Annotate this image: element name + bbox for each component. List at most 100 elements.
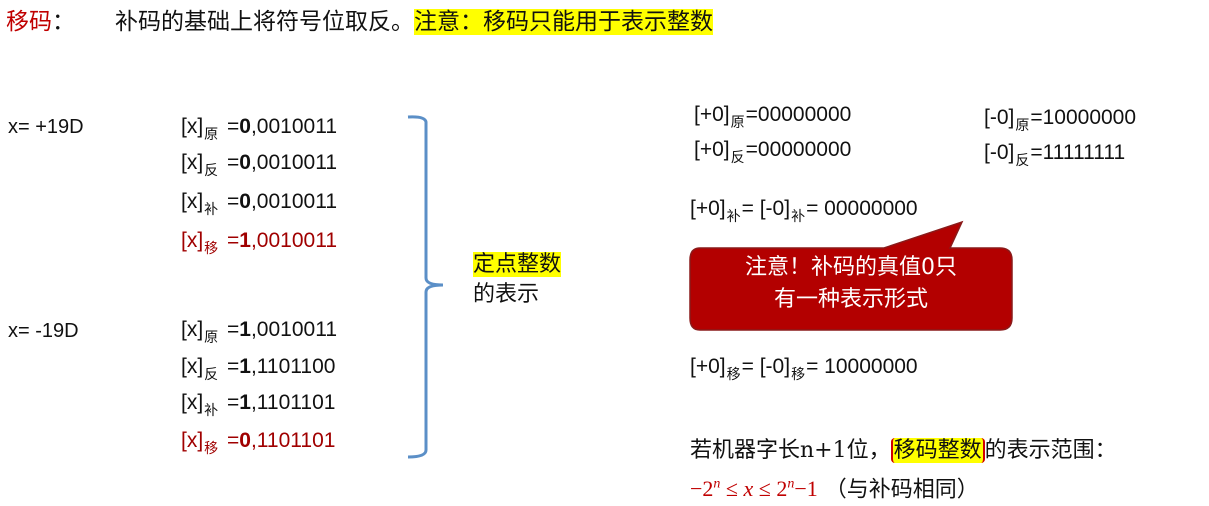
callout-text: 注意！补码的真值0只 有一种表示形式 — [690, 252, 1012, 316]
neg-row-fan: [x]反 =1,1101100 — [181, 354, 335, 388]
zero-sub: 反 — [1015, 153, 1030, 169]
note-rest: 的表示 — [473, 282, 540, 307]
formula-le: ≤ — [753, 476, 777, 502]
row-prefix: [x] — [181, 151, 204, 174]
value-bits: ,0010011 — [250, 318, 337, 341]
zero-sub: 移 — [726, 367, 741, 383]
value-bits: ,0010011 — [250, 115, 337, 138]
row-eq: = — [221, 229, 240, 252]
row-sub: 移 — [204, 241, 219, 257]
title-highlight-note: 注意：移码只能用于表示整数 — [414, 9, 713, 35]
range-formula: −2n ≤ x ≤ 2n−1 （与补码相同） — [690, 470, 979, 505]
x-negative-label: x= -19D — [8, 320, 79, 342]
right-brace-icon — [407, 115, 444, 459]
zero-mid: = [-0] — [741, 355, 791, 378]
row-prefix: [x] — [181, 318, 204, 341]
zero-pos-yuan: [+0]原=00000000 — [694, 103, 851, 132]
note-highlight: 定点整数 — [473, 252, 562, 277]
zero-neg-fan: [-0]反=11111111 — [984, 141, 1125, 170]
title-label: 移码 — [6, 9, 52, 35]
pos-row-yi: [x]移 =1,0010011 — [181, 228, 337, 262]
value-bits: ,1101101 — [250, 429, 336, 452]
zero-value: =00000000 — [745, 103, 852, 126]
row-prefix: [x] — [181, 355, 204, 378]
callout-line-1: 注意！补码的真值0只 — [745, 255, 957, 280]
row-sub: 原 — [204, 127, 219, 143]
formula-right-exp: n — [787, 477, 795, 492]
title-line: 移码： 补码的基础上将符号位取反。注意：移码只能用于表示整数 — [6, 6, 713, 38]
range-highlight: 移码整数 — [890, 438, 985, 463]
formula-note: （与补码相同） — [817, 477, 979, 503]
row-prefix: [x] — [181, 391, 204, 414]
pos-row-fan: [x]反 =0,0010011 — [181, 150, 337, 184]
pos-row-yuan: [x]原 =0,0010011 — [181, 114, 337, 148]
brace-note: 定点整数 的表示 — [473, 250, 562, 310]
row-eq: = — [221, 190, 240, 213]
formula-le: ≤ — [720, 476, 744, 502]
range-after: 的表示范围： — [984, 438, 1117, 463]
row-eq: = — [221, 115, 240, 138]
row-eq: = — [221, 318, 240, 341]
row-eq: = — [221, 355, 240, 378]
row-sub: 反 — [204, 367, 219, 383]
zero-sub: 移 — [791, 367, 806, 383]
value-bits: ,0010011 — [250, 229, 337, 252]
row-sub: 补 — [204, 202, 219, 218]
sign-bit: 0 — [239, 115, 251, 138]
formula-var: x — [743, 476, 754, 502]
zero-prefix: [-0] — [984, 106, 1015, 129]
range-sentence: 若机器字长n+1位，移码整数的表示范围： — [690, 436, 1117, 466]
sign-bit: 1 — [239, 229, 251, 252]
zero-sub: 原 — [1015, 118, 1030, 134]
formula-left: −2 — [690, 476, 714, 502]
row-prefix: [x] — [181, 429, 204, 452]
sign-bit: 0 — [239, 151, 251, 174]
zero-sub: 补 — [726, 209, 741, 225]
zero-sub: 原 — [730, 115, 745, 131]
callout-line-2: 有一种表示形式 — [773, 287, 928, 312]
sign-bit: 1 — [239, 391, 251, 414]
row-sub: 反 — [204, 163, 219, 179]
formula-right: 2 — [776, 476, 788, 502]
zero-prefix: [+0] — [694, 138, 730, 161]
formula-left-exp: n — [713, 477, 721, 492]
zero-value: = 10000000 — [806, 355, 918, 378]
title-definition: 补码的基础上将符号位取反。 — [115, 9, 414, 35]
zero-prefix: [+0] — [694, 103, 730, 126]
zero-value: = 00000000 — [806, 197, 918, 220]
zero-sub: 反 — [730, 150, 745, 166]
row-sub: 原 — [204, 330, 219, 346]
sign-bit: 1 — [239, 355, 251, 378]
neg-row-yi: [x]移 =0,1101101 — [181, 428, 335, 462]
row-sub: 补 — [204, 403, 219, 419]
row-eq: = — [221, 151, 240, 174]
range-before: 若机器字长n+1位， — [690, 438, 891, 463]
zero-prefix: [-0] — [984, 141, 1015, 164]
zero-neg-yuan: [-0]原=10000000 — [984, 106, 1136, 135]
row-eq: = — [221, 429, 240, 452]
zero-prefix: [+0] — [690, 355, 726, 378]
callout-bubble — [689, 220, 1013, 331]
zero-sub: 补 — [791, 209, 806, 225]
sign-bit: 0 — [239, 429, 251, 452]
value-bits: ,0010011 — [250, 190, 337, 213]
zero-value: =10000000 — [1030, 106, 1137, 129]
row-eq: = — [221, 391, 240, 414]
zero-prefix: [+0] — [690, 197, 726, 220]
neg-row-yuan: [x]原 =1,0010011 — [181, 317, 337, 351]
row-prefix: [x] — [181, 115, 204, 138]
value-bits: ,0010011 — [250, 151, 337, 174]
neg-row-bu: [x]补 =1,1101101 — [181, 390, 335, 424]
row-prefix: [x] — [181, 229, 204, 252]
sign-bit: 1 — [239, 318, 251, 341]
row-sub: 移 — [204, 441, 219, 457]
zero-mid: = [-0] — [741, 197, 791, 220]
zero-bu-equation: [+0]补= [-0]补= 00000000 — [690, 197, 918, 226]
zero-value: =11111111 — [1030, 141, 1126, 164]
sign-bit: 0 — [239, 190, 251, 213]
value-bits: ,1101100 — [250, 355, 336, 378]
formula-right-tail: −1 — [794, 476, 818, 502]
pos-row-bu: [x]补 =0,0010011 — [181, 189, 337, 223]
title-colon: ： — [52, 9, 75, 35]
zero-pos-fan: [+0]反=00000000 — [694, 138, 851, 167]
